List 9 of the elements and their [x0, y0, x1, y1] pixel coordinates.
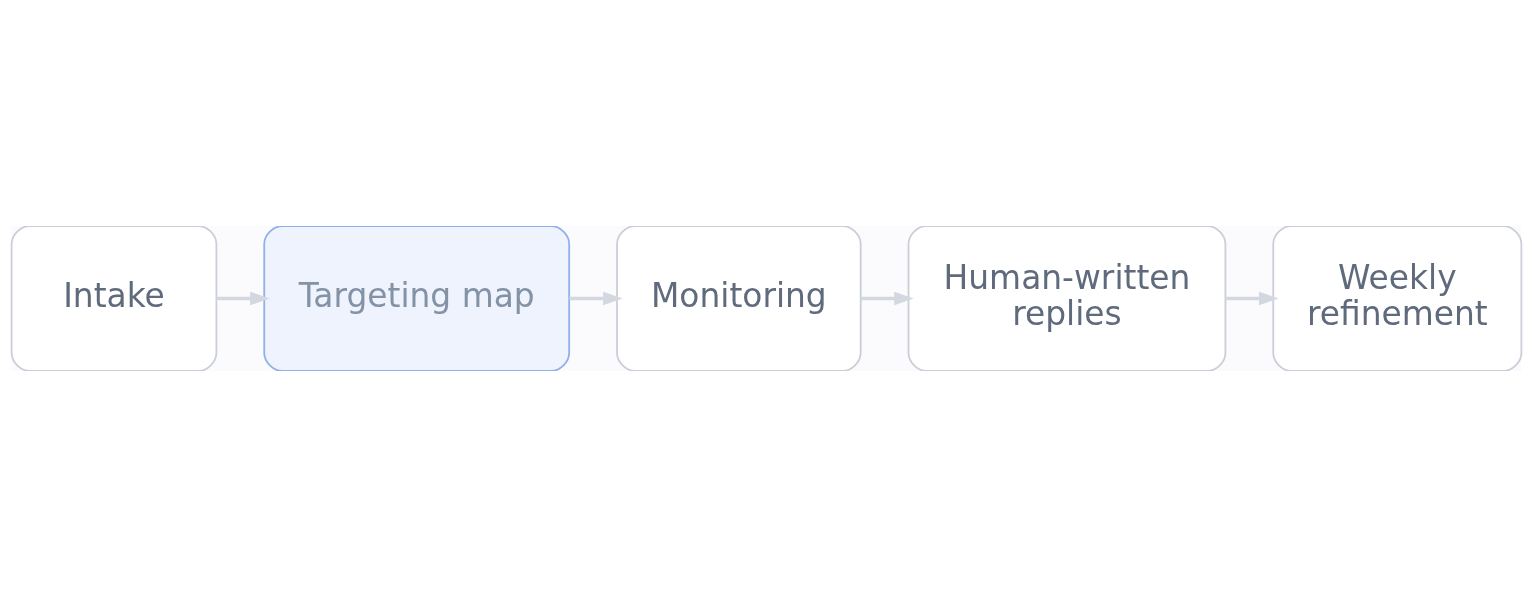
node-box: Human-written replies: [907, 225, 1227, 371]
node-box: Weekly refinement: [1272, 225, 1523, 371]
arrow: [569, 291, 623, 305]
node-box: Intake: [10, 225, 218, 371]
arrow: [860, 291, 914, 305]
node-box: Monitoring: [616, 225, 862, 371]
node-box: Targeting map: [263, 225, 571, 371]
arrow: [216, 291, 270, 305]
arrow: [1225, 291, 1279, 305]
